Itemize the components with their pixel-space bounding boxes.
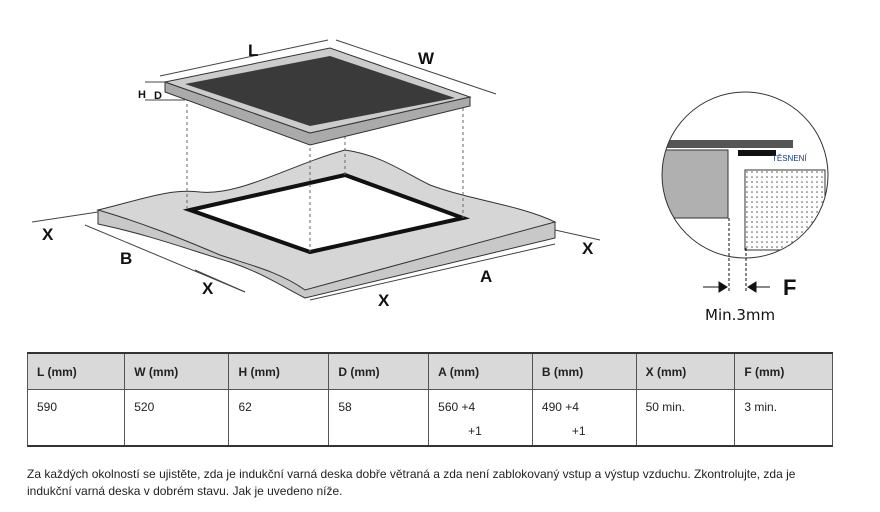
cell-B-tolerance: +1: [571, 424, 586, 438]
label-X-front: X: [378, 291, 390, 310]
header-D: D (mm): [328, 352, 430, 390]
cell-A-tolerance: +1: [468, 424, 482, 438]
table-header-row: L (mm) W (mm) H (mm) D (mm) A (mm) B (mm…: [26, 352, 833, 390]
dimension-lines: [31, 39, 601, 301]
cell-A: 560 +4 +1: [428, 389, 533, 447]
min-gap-label: Min.3mm: [705, 306, 775, 324]
table-row: 590 520 62 58 560 +4+1 490 +4+1 50 min. …: [26, 389, 833, 447]
cell-B: 490 +4 +1: [531, 389, 637, 447]
label-W: W: [418, 49, 435, 68]
label-X-right: X: [582, 239, 594, 258]
label-B: B: [120, 249, 132, 268]
label-A: A: [480, 267, 492, 286]
header-F: F (mm): [734, 352, 833, 390]
label-F: F: [783, 275, 796, 300]
header-X: X (mm): [635, 352, 736, 390]
label-H: H: [138, 89, 146, 101]
installation-diagram: L W H D X B X X A X TĚSNENÍ F Min.3mm: [31, 39, 829, 324]
cell-W: 520: [124, 389, 230, 447]
ventilation-note: Za každých okolností se ujistěte, zda je…: [27, 467, 796, 498]
header-B: B (mm): [531, 352, 637, 390]
cell-A-value: 560 +4: [438, 400, 476, 414]
seal-detail: [661, 91, 829, 293]
cell-X: 50 min.: [635, 389, 736, 447]
projection-lines: [186, 70, 464, 252]
cell-L: 590: [26, 389, 126, 447]
cell-D: 58: [328, 389, 430, 447]
header-H: H (mm): [228, 352, 330, 390]
label-D: D: [154, 90, 162, 102]
cell-H: 62: [228, 389, 330, 447]
header-L: L (mm): [26, 352, 126, 390]
hob: [163, 47, 472, 146]
label-X-left: X: [42, 225, 54, 244]
header-W: W (mm): [124, 352, 230, 390]
dimensions-table: L (mm) W (mm) H (mm) D (mm) A (mm) B (mm…: [26, 352, 833, 447]
cell-B-value: 490 +4: [541, 400, 579, 414]
arrow-left-icon: [747, 281, 770, 293]
cell-F: 3 min.: [734, 389, 833, 447]
header-A: A (mm): [428, 352, 533, 390]
label-L: L: [248, 41, 258, 60]
seal-label: TĚSNENÍ: [772, 154, 807, 163]
label-X-front-left: X: [202, 279, 214, 298]
arrow-right-icon: [703, 281, 728, 293]
